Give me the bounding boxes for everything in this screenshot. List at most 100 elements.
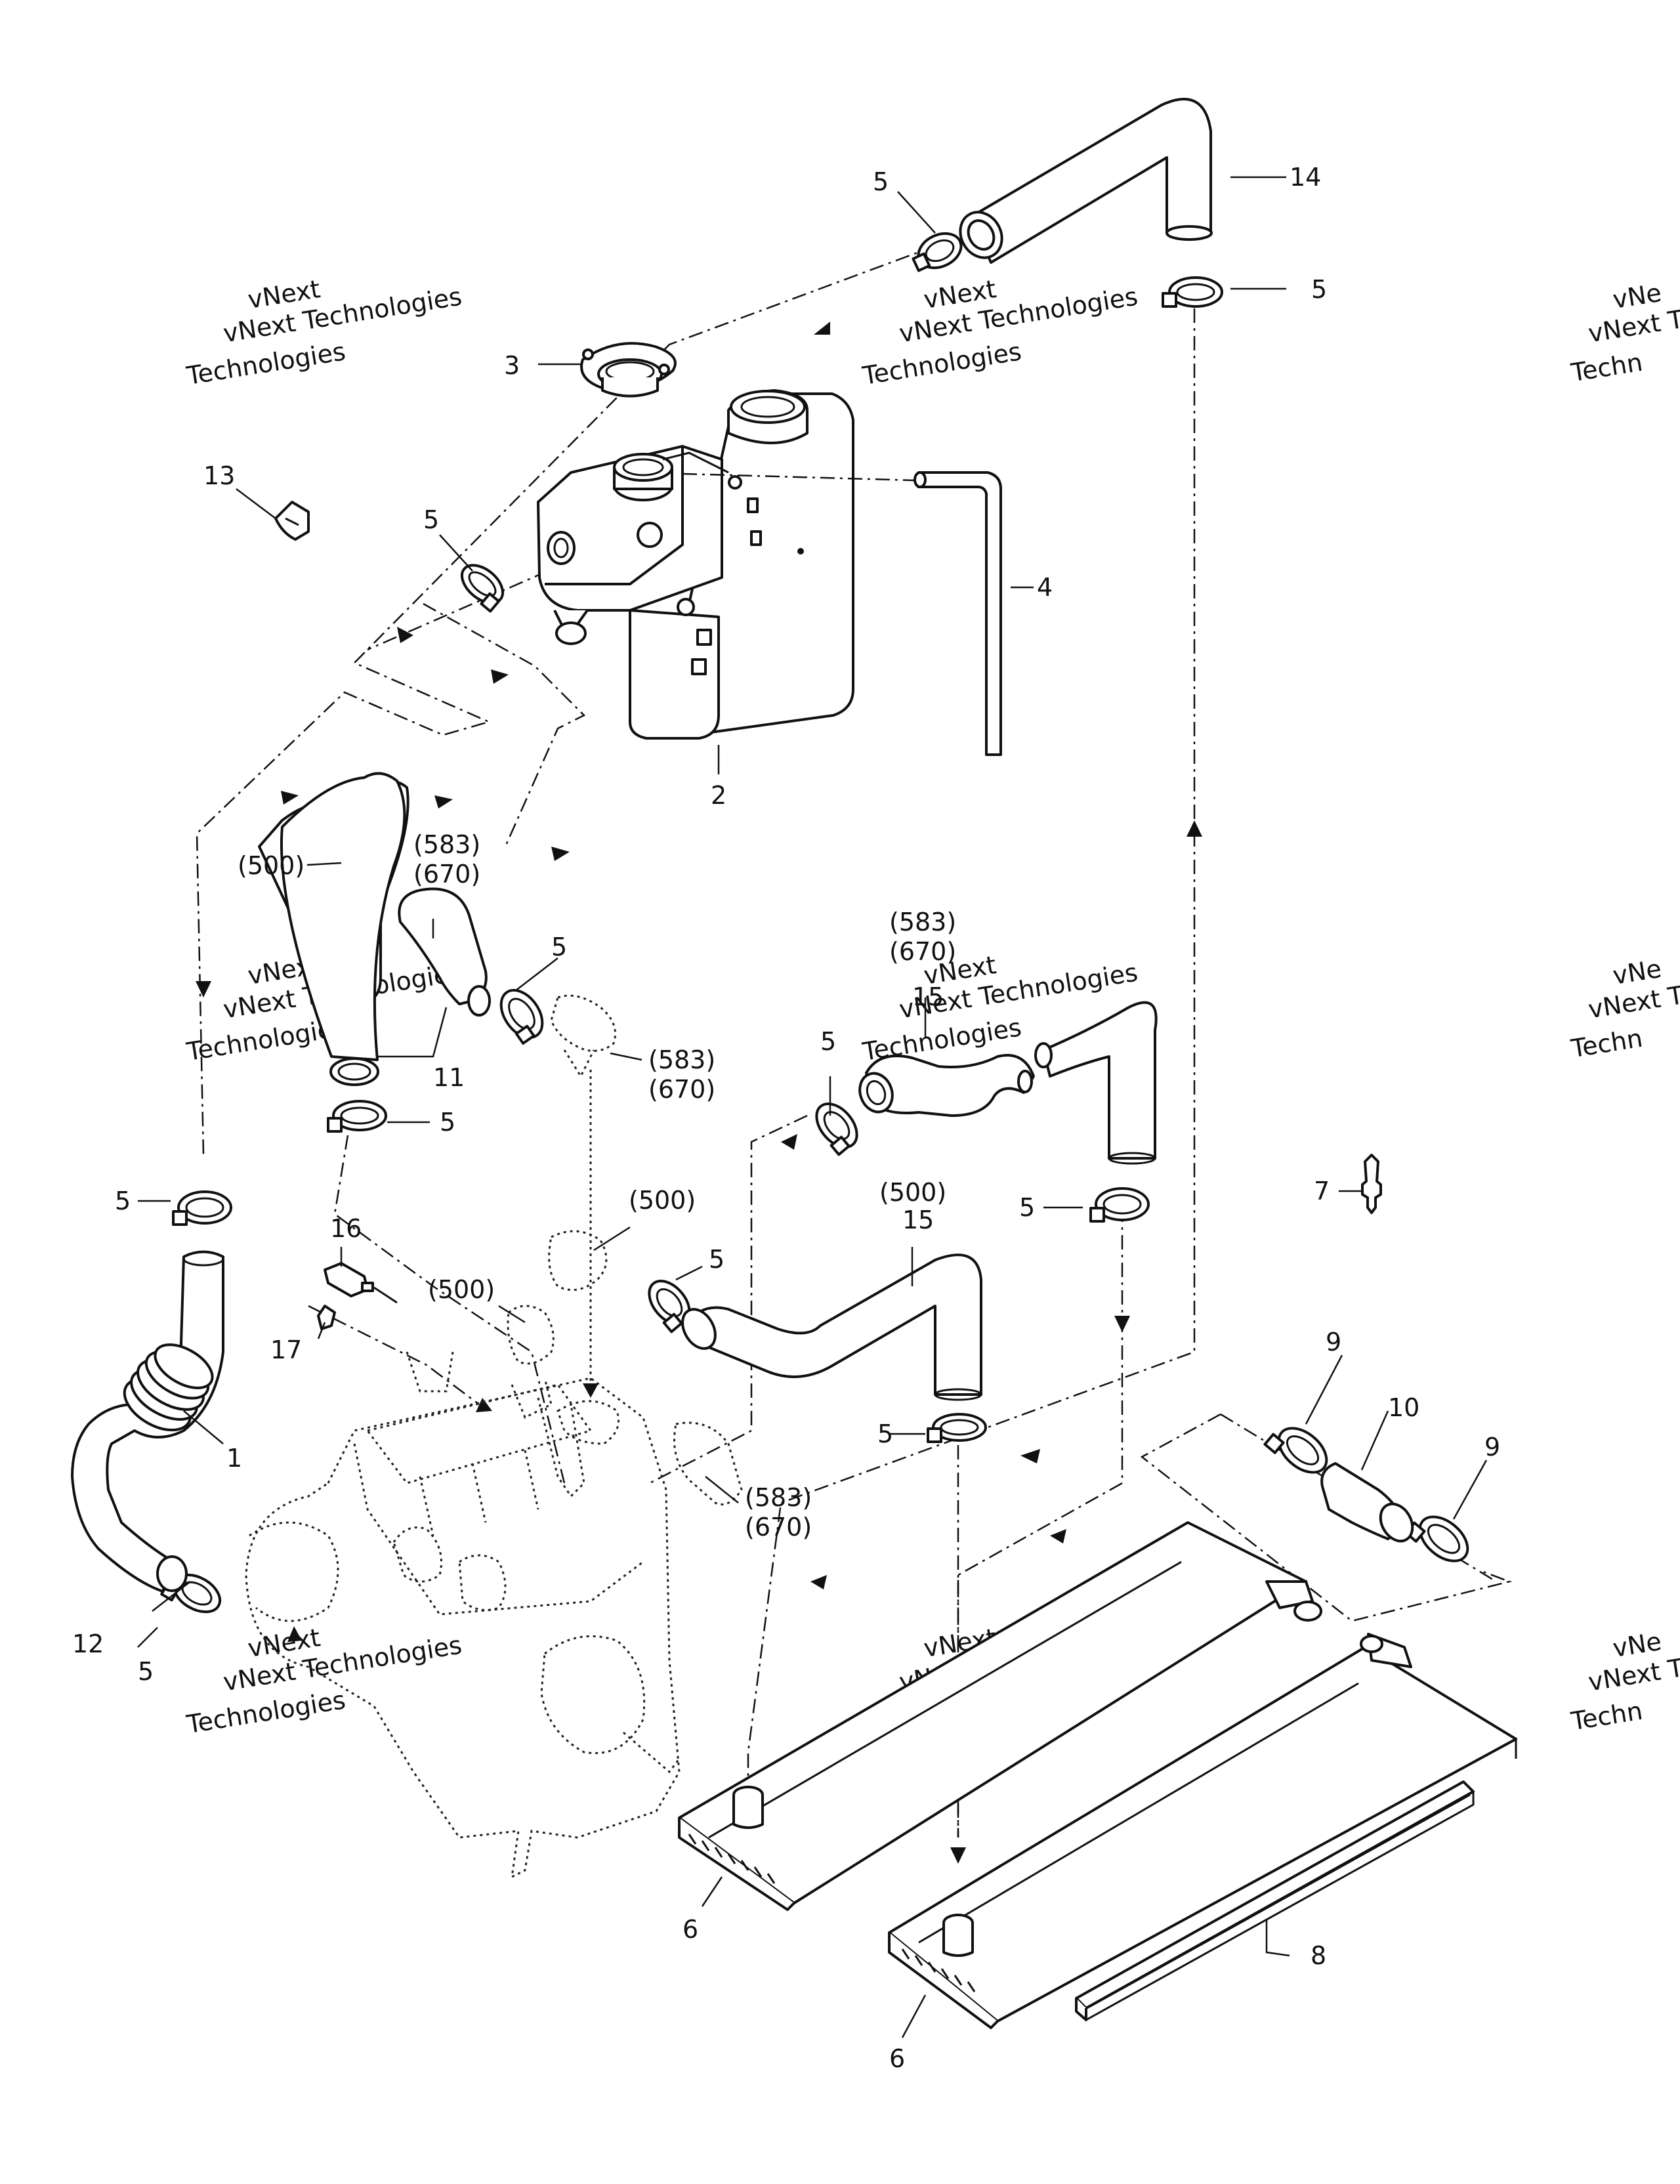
part-11-hose (258, 772, 410, 1086)
part-10-coupling-hose (1320, 1462, 1414, 1543)
clamp-9 (1404, 1515, 1469, 1563)
callout-5: 5 (873, 167, 889, 196)
callout-16: 16 (330, 1214, 362, 1243)
callout-5: 5 (115, 1186, 131, 1215)
callout-5: 5 (877, 1419, 893, 1448)
clamp-5 (815, 1102, 858, 1156)
flow-arrow-icon (1186, 820, 1202, 837)
callout-15: 15 (902, 1206, 934, 1234)
callout-4: 4 (1037, 573, 1053, 602)
callout-2: 2 (711, 781, 726, 810)
watermark: vNext vNext Technologies Technologies (184, 1623, 464, 1739)
watermark-text: Techn (1568, 1024, 1645, 1064)
clamp-5 (927, 1413, 987, 1443)
part-6-radiator-lower (888, 1633, 1517, 2029)
clamp-5 (499, 988, 544, 1045)
callout-3: 3 (504, 351, 520, 380)
flow-arrow-icon (810, 1575, 827, 1589)
leader-lines (137, 176, 1488, 2038)
callout-500: (500) (879, 1178, 946, 1207)
fitting-500-lower (507, 1305, 555, 1365)
watermark-text: Techn (1568, 348, 1645, 388)
part-15-hose-lower (681, 1253, 982, 1401)
callout-1: 1 (226, 1444, 242, 1473)
part-4-overflow-hose (682, 471, 1002, 756)
watermark-text: Technologies (184, 337, 348, 390)
engine-marker-icon (287, 1626, 302, 1642)
callout-labels: 5 14 5 3 13 5 4 2 (500) (583) (670) 5 11… (72, 163, 1500, 2073)
watermark-partial: vNe vNext Te Techn (1568, 954, 1680, 1064)
flow-arrow-icon (583, 1383, 598, 1398)
part-14-hose (959, 98, 1213, 264)
callout-670: (670) (745, 1513, 812, 1542)
flow-arrow-icon (950, 1847, 966, 1864)
callout-13: 13 (203, 461, 235, 490)
callout-670: (670) (648, 1075, 715, 1104)
part-2-coolant-tank (537, 389, 854, 740)
callout-9: 9 (1484, 1433, 1500, 1461)
watermark-text: Technologies (860, 337, 1024, 390)
bellows (123, 1343, 214, 1432)
callout-14: 14 (1290, 163, 1321, 192)
flow-arrow-icon (434, 795, 453, 808)
clamp-5 (327, 1100, 387, 1133)
flow-arrow-icon (397, 627, 413, 643)
callout-5: 5 (1019, 1193, 1035, 1222)
part-8-seal-strip (1075, 1780, 1475, 2021)
engine-block (245, 1351, 681, 1879)
watermark-text: Technologies (184, 1685, 348, 1739)
flow-arrow-icon (476, 1398, 492, 1412)
fitting-583-670-upper (550, 994, 616, 1079)
callout-10: 10 (1388, 1393, 1419, 1422)
fitting-500-upper (548, 1230, 608, 1292)
part-7-screw (1361, 1154, 1382, 1214)
callout-670: (670) (889, 937, 956, 966)
flow-arrow-icon (1020, 1449, 1040, 1463)
flow-lines (196, 245, 1513, 1838)
callout-583: (583) (648, 1045, 715, 1074)
callout-9: 9 (1326, 1328, 1341, 1356)
flow-arrow-icon (551, 847, 570, 861)
flow-arrow-icon (281, 791, 299, 805)
callout-12: 12 (72, 1629, 104, 1658)
callout-500: (500) (238, 851, 304, 880)
flow-arrow-icon (781, 1134, 797, 1150)
watermark: vNext vNext Technologies Technologies (184, 274, 464, 390)
callout-5: 5 (1311, 275, 1327, 304)
callout-5: 5 (709, 1245, 724, 1274)
watermark: vNext vNext Technologies Technologies (860, 274, 1140, 390)
callout-11: 11 (433, 1063, 465, 1092)
flow-arrow-icon (196, 981, 211, 998)
part-17-washer (317, 1305, 336, 1330)
callout-15: 15 (912, 982, 944, 1011)
callout-5: 5 (551, 933, 567, 961)
watermark-text: Techn (1568, 1696, 1645, 1736)
callout-500: (500) (629, 1186, 696, 1215)
part-6-radiator-upper (678, 1521, 1322, 1911)
clamp-5 (1162, 276, 1223, 308)
watermark-partial: vNe vNext Te Techn (1568, 1627, 1680, 1736)
callout-670: (670) (413, 860, 480, 889)
callout-5: 5 (138, 1657, 154, 1686)
part-15-hose-upper (858, 1001, 1158, 1165)
callout-5: 5 (820, 1027, 836, 1056)
clamp-5 (1089, 1187, 1150, 1223)
callout-583: (583) (889, 908, 956, 936)
flow-arrow-icon (1050, 1529, 1066, 1544)
callout-8: 8 (1311, 1941, 1326, 1970)
callout-7: 7 (1314, 1177, 1330, 1206)
callout-583: (583) (745, 1483, 812, 1512)
callout-6: 6 (889, 2044, 905, 2073)
callout-500: (500) (428, 1275, 495, 1304)
callout-5: 5 (423, 505, 439, 534)
part-1-12-hose (71, 1250, 224, 1593)
watermark-partial: vNe vNext Te Techn (1568, 278, 1680, 388)
flow-arrow-icon (814, 322, 830, 335)
hose-clamps (160, 232, 1469, 1614)
clamp-5 (172, 1190, 232, 1226)
flow-arrows (196, 322, 1202, 1864)
fitting-583-670-lower (673, 1421, 743, 1505)
callout-583: (583) (413, 830, 480, 859)
callout-17: 17 (270, 1335, 302, 1364)
callout-5: 5 (440, 1108, 455, 1137)
